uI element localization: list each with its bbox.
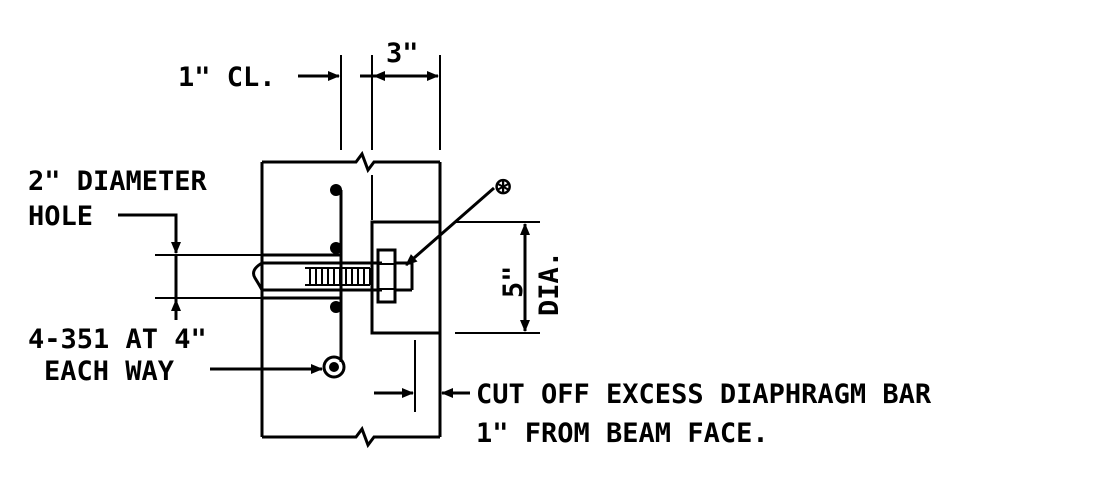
bars-label-line1: 4-351 AT 4"	[28, 324, 207, 355]
clear-cover-label: 1" CL.	[178, 62, 276, 93]
washer-dimension-label: 5"	[498, 265, 529, 298]
hole-dimension	[118, 213, 181, 320]
rebar-dot	[330, 184, 342, 196]
rebar-dot	[330, 242, 342, 254]
cutoff-dimension	[374, 340, 470, 412]
cutoff-label-line1: CUT OFF EXCESS DIAPHRAGM BAR	[476, 379, 932, 410]
diaphragm-bar	[252, 248, 414, 304]
top-extension-lines	[340, 55, 441, 220]
rebar-dot	[330, 301, 342, 313]
rebar-section-circle	[322, 355, 346, 379]
spacing-label: 3"	[386, 38, 419, 69]
hole-lines	[155, 253, 340, 300]
note-marker-symbol: ⊛	[495, 171, 511, 202]
washer-diameter-label: DIA.	[534, 251, 565, 316]
washer-dimension	[455, 221, 540, 334]
hole-label-line1: 2" DIAMETER	[28, 166, 208, 197]
note-marker-leader	[405, 186, 495, 267]
bars-label-line2: EACH WAY	[44, 356, 175, 387]
plate-washer	[370, 220, 442, 335]
hole-label-line2: HOLE	[28, 201, 93, 232]
cutoff-label-line2: 1" FROM BEAM FACE.	[476, 418, 769, 449]
